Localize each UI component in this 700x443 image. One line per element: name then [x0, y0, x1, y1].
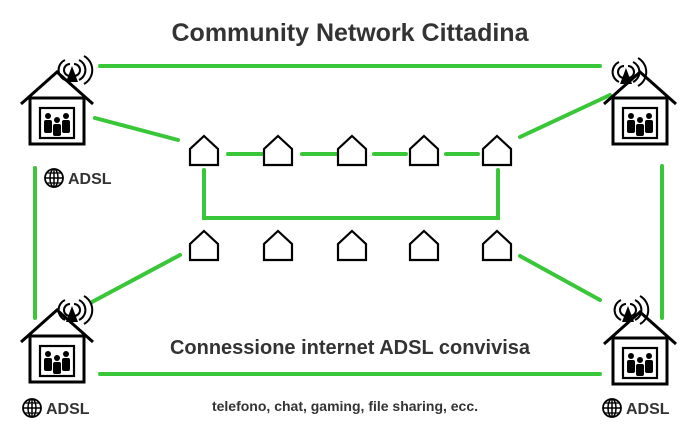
community-house-icon — [602, 310, 678, 386]
link-loop — [202, 168, 500, 220]
node-top-2 — [262, 134, 294, 167]
house-top-left — [19, 55, 95, 146]
node-top-5 — [481, 134, 513, 167]
node-bottom-5 — [481, 229, 513, 262]
wifi-antenna-icon — [57, 55, 94, 85]
node-top-1 — [188, 134, 220, 167]
link-diag-br — [518, 254, 602, 302]
adsl-label: ADSL — [46, 401, 90, 418]
house-bottom-right — [602, 295, 678, 386]
node-row-top — [188, 134, 513, 167]
adsl-label: ADSL — [68, 171, 112, 188]
node-bottom-3 — [336, 229, 368, 262]
node-top-4 — [408, 134, 440, 167]
house-bottom-left — [19, 295, 95, 384]
link-diag-tl — [93, 116, 180, 142]
adsl-badge-bottom-right: ADSL — [602, 398, 670, 418]
adsl-badge-top-left: ADSL — [44, 168, 112, 188]
house-top-right — [602, 57, 678, 146]
network-links — [33, 64, 664, 376]
globe-icon — [602, 398, 622, 418]
adsl-label: ADSL — [626, 401, 670, 418]
node-row-bottom — [188, 229, 513, 262]
node-bottom-1 — [188, 229, 220, 262]
globe-icon — [44, 168, 64, 188]
diagram-subtitle: Connessione internet ADSL convivisa — [170, 337, 531, 359]
community-house-icon — [602, 70, 678, 146]
node-bottom-4 — [408, 229, 440, 262]
community-house-icon — [19, 70, 95, 146]
adsl-badge-bottom-left: ADSL — [22, 398, 90, 418]
node-bottom-2 — [262, 229, 294, 262]
services-caption: telefono, chat, gaming, file sharing, ec… — [212, 398, 478, 414]
globe-icon — [22, 398, 42, 418]
node-top-3 — [336, 134, 368, 167]
community-house-icon — [19, 308, 95, 384]
link-diag-bl — [90, 253, 182, 304]
wifi-antenna-icon — [57, 295, 94, 325]
wifi-antenna-icon — [613, 295, 650, 325]
diagram-title: Community Network Cittadina — [172, 19, 530, 47]
link-diag-tr — [518, 93, 612, 139]
